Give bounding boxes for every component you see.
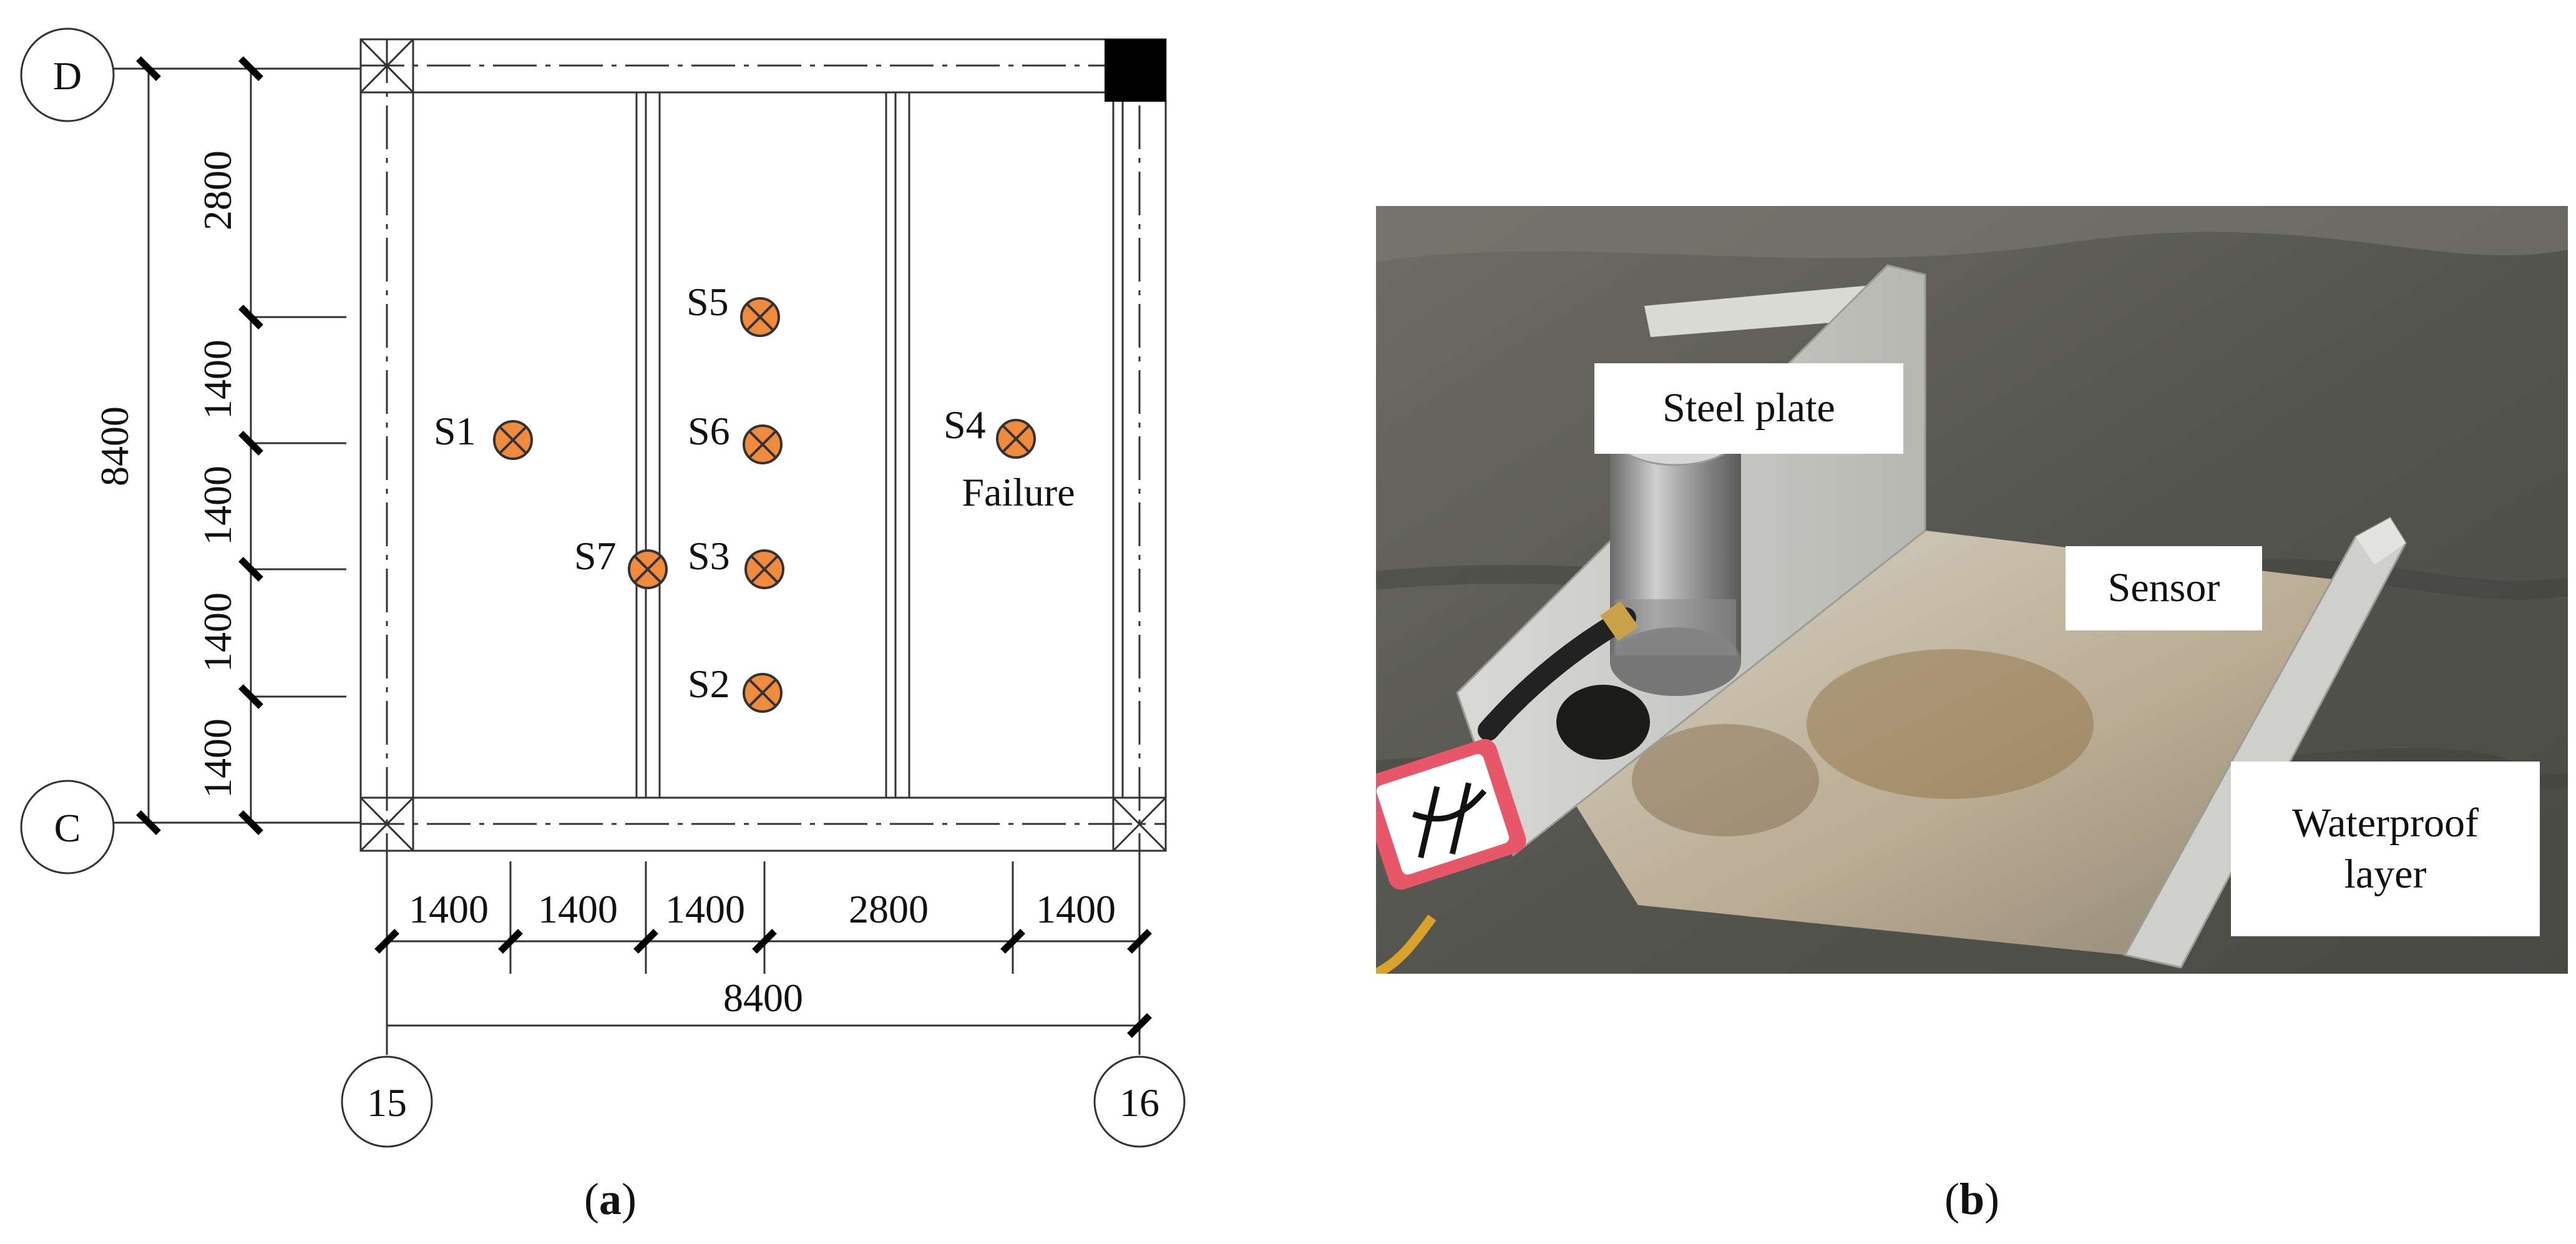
svg-text:C: C: [54, 806, 81, 850]
bottom-dimension-ticks: [374, 929, 1152, 1038]
sensor-s2: S2: [688, 662, 783, 713]
grid-axis-d: D: [20, 27, 115, 122]
svg-text:S6: S6: [688, 409, 730, 453]
label-waterproof-line2: layer: [2344, 851, 2427, 897]
bottom-dimension-lines: [386, 851, 1141, 1055]
dim-left-seg-2: 1400: [195, 340, 240, 419]
sensor-s7: S7: [574, 534, 668, 589]
svg-text:15: 15: [367, 1080, 407, 1125]
floor-plan-diagram: D C 15 16 8400 2800 1400 1400 1400 1400: [20, 27, 1186, 1148]
dim-bottom-seg-4: 2800: [849, 887, 929, 931]
grid-axis-16: 16: [1093, 1055, 1186, 1148]
svg-text:S1: S1: [434, 409, 476, 453]
sensor-s4: S4 Failure: [944, 403, 1075, 514]
label-sensor: Sensor: [2066, 546, 2262, 630]
label-steel-plate: Steel plate: [1594, 363, 1903, 454]
svg-text:D: D: [53, 54, 82, 98]
dim-left-total: 8400: [92, 406, 137, 486]
caption-b-letter: b: [1959, 1174, 1985, 1224]
left-dimension-ticks: [136, 56, 263, 835]
svg-text:S3: S3: [688, 534, 730, 578]
svg-text:S2: S2: [688, 662, 730, 706]
label-steel-plate-text: Steel plate: [1662, 385, 1835, 431]
corner-column-solid: [1105, 39, 1166, 102]
sensor-cable: [1478, 607, 1636, 741]
svg-text:16: 16: [1120, 1080, 1159, 1125]
caption-b: (b): [1944, 1174, 2000, 1224]
connector-tag: [1376, 738, 1526, 890]
dim-bottom-seg-3: 1400: [665, 887, 745, 931]
secondary-beams: [635, 92, 1124, 798]
dim-left-seg-1: 2800: [195, 150, 240, 230]
sensor-s6: S6: [688, 409, 783, 464]
sensor-s5: S5: [686, 280, 780, 337]
sensor-photo: Steel plate Sensor Waterproof layer: [1376, 206, 2568, 974]
dim-left-seg-3: 1400: [195, 466, 240, 546]
svg-text:S5: S5: [686, 280, 729, 324]
dim-bottom-seg-1: 1400: [409, 887, 489, 931]
dim-bottom-seg-2: 1400: [538, 887, 618, 931]
svg-text:S4: S4: [944, 403, 986, 447]
label-sensor-text: Sensor: [2107, 565, 2220, 611]
caption-a-letter: a: [599, 1174, 622, 1224]
dim-bottom-seg-5: 1400: [1036, 887, 1116, 931]
beam-frame: [359, 38, 1167, 852]
svg-text:Failure: Failure: [962, 470, 1075, 514]
dim-left-seg-5: 1400: [195, 718, 240, 798]
sensor-s1: S1: [434, 409, 533, 460]
plate-hole: [1556, 685, 1650, 760]
label-waterproof-line1: Waterproof: [2292, 800, 2479, 846]
dim-bottom-total: 8400: [723, 976, 803, 1020]
dim-left-seg-4: 1400: [195, 592, 240, 672]
grid-axis-15: 15: [341, 1055, 433, 1148]
label-waterproof-layer: Waterproof layer: [2231, 762, 2540, 936]
grid-axis-c: C: [20, 780, 115, 874]
sensor-s3: S3: [688, 534, 784, 589]
caption-a: (a): [584, 1174, 637, 1224]
svg-text:S7: S7: [574, 534, 617, 578]
